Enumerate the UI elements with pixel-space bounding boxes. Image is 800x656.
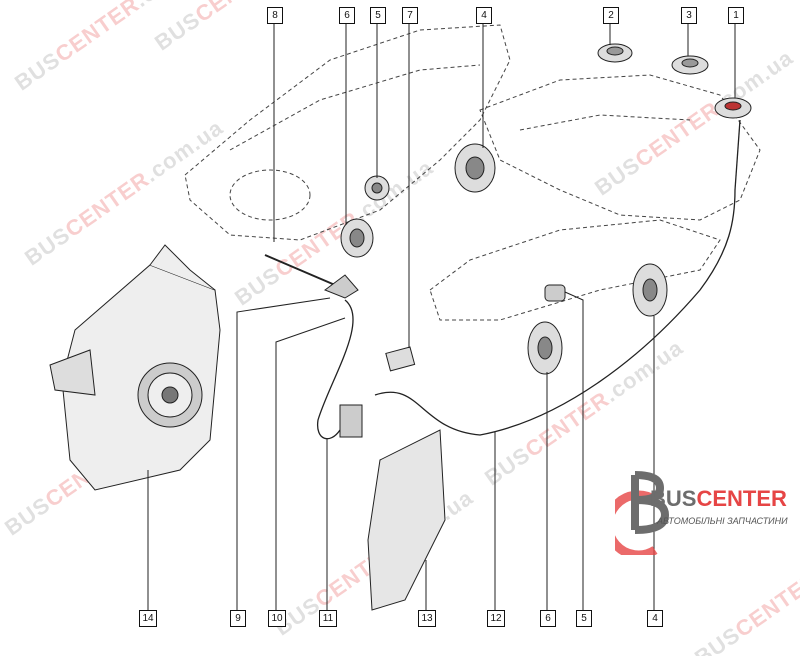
callout-1: 1 [728, 7, 744, 24]
callout-5: 5 [370, 7, 386, 24]
callout-6: 6 [339, 7, 355, 24]
callout-2: 2 [603, 7, 619, 24]
callout-7: 7 [402, 7, 418, 24]
callout-12: 12 [487, 610, 505, 627]
logo-tagline: АВТОМОБІЛЬНІ ЗАПЧАСТИНИ [657, 516, 788, 526]
speaker-2 [597, 43, 633, 63]
speaker-4-door [454, 143, 496, 193]
callout-3: 3 [681, 7, 697, 24]
buscenter-logo-mark [615, 471, 670, 555]
antenna [264, 254, 359, 299]
callout-4-bottom: 4 [647, 610, 663, 627]
subwoofer-enclosure [49, 244, 221, 491]
wiring-harness [317, 119, 741, 440]
callout-11: 11 [319, 610, 337, 627]
speaker-3 [671, 55, 709, 75]
callout-6-bottom: 6 [540, 610, 556, 627]
speaker-6-rear [527, 321, 563, 375]
dashboard-outline [429, 74, 761, 321]
callout-4: 4 [476, 7, 492, 24]
callout-14: 14 [139, 610, 157, 627]
speaker-1 [714, 97, 752, 119]
logo-name: BUSCENTER [650, 486, 787, 511]
speaker-6-door [340, 218, 374, 258]
speaker-5-tweeter [364, 175, 390, 201]
tweeter-5-rear [544, 284, 566, 302]
connector-11 [339, 404, 363, 438]
callout-10: 10 [268, 610, 286, 627]
trim-panel-13 [367, 429, 446, 611]
front-door-outline [184, 24, 511, 241]
module-7 [385, 346, 416, 372]
speaker-4-rear [632, 263, 668, 317]
callout-5-bottom: 5 [576, 610, 592, 627]
callout-13: 13 [418, 610, 436, 627]
callout-9: 9 [230, 610, 246, 627]
leader-lines [147, 22, 736, 610]
callout-8: 8 [267, 7, 283, 24]
